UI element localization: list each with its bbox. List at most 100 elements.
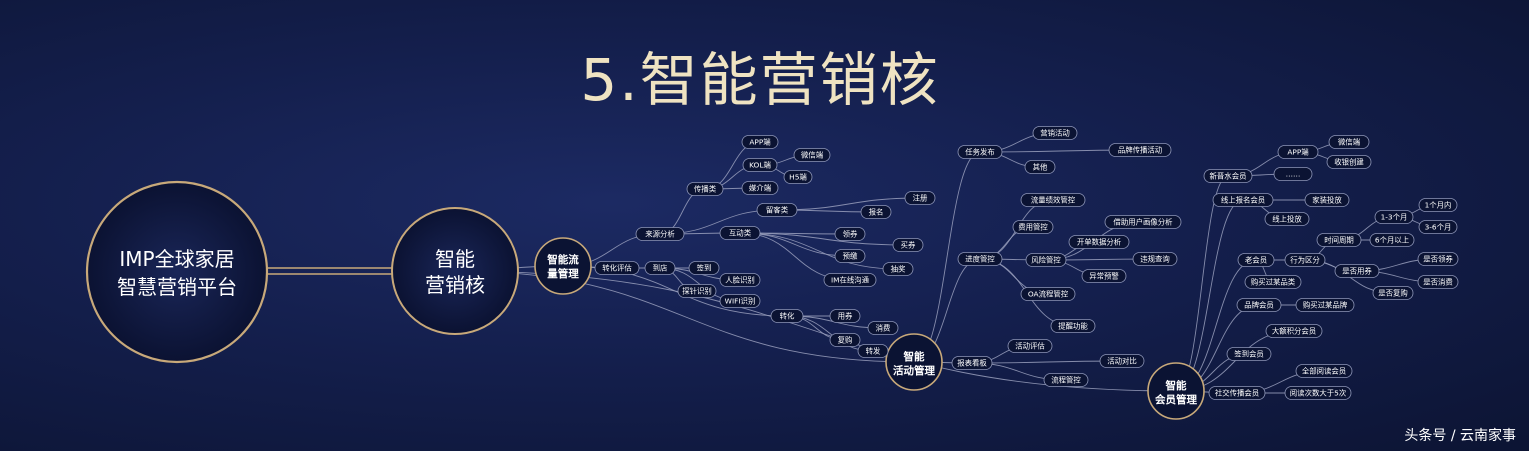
- node-kol: KOL端: [742, 158, 778, 172]
- node-remind: 提醒功能: [1050, 319, 1096, 333]
- node-m1-3: 1-3个月: [1374, 210, 1414, 224]
- root-node: IMP全球家居 智慧营销平台: [85, 180, 269, 364]
- node-rebuy: 复购: [829, 333, 861, 347]
- node-label: 买券: [901, 241, 916, 250]
- node-activity-compare: 活动对比: [1099, 354, 1145, 368]
- node-box: [1284, 253, 1326, 267]
- node-social-member: 社交传播会员: [1208, 386, 1266, 400]
- node-box: [829, 309, 861, 323]
- root-line1: IMP全球家居: [119, 247, 234, 271]
- connector-report_board-activity_compare: [971, 360, 1123, 364]
- root-core-connector: [268, 267, 392, 275]
- core-node: 智能 营销核: [391, 207, 519, 335]
- node-box: [951, 356, 993, 370]
- node-open-data: 开单数据分析: [1068, 235, 1130, 249]
- node-home-invest: 家装投放: [1304, 193, 1350, 207]
- node-box: [1007, 339, 1053, 353]
- node-box: [823, 273, 877, 287]
- node-register: 注册: [904, 191, 936, 205]
- node-violation: 违规查询: [1132, 252, 1178, 266]
- node-box: [1316, 233, 1362, 247]
- node-new-member: 新晋水会员: [1203, 169, 1253, 183]
- node-box: [1295, 364, 1353, 378]
- node-box: [1108, 143, 1172, 157]
- node-box: [1025, 253, 1067, 267]
- node-label: 提醒功能: [1058, 322, 1088, 331]
- node-box: [857, 344, 889, 358]
- node-label: OA流程管控: [1028, 290, 1069, 299]
- node-label: ……: [1286, 170, 1301, 179]
- node-h5: H5端: [783, 170, 813, 184]
- hub-traffic-management: 智能流 量管理: [534, 237, 592, 295]
- node-label: 购买过某品牌: [1303, 301, 1348, 310]
- node-lottery: 抽奖: [882, 262, 914, 276]
- node-box: [1369, 233, 1415, 247]
- node-label: 开单数据分析: [1077, 238, 1122, 247]
- node-other: 其他: [1024, 160, 1056, 174]
- node-interact: 互动类: [719, 226, 761, 240]
- node-box: [719, 226, 761, 240]
- node-box: [1418, 198, 1458, 212]
- node-sign-member: 签到会员: [1226, 347, 1272, 361]
- node-box: [1020, 287, 1076, 301]
- node-oa: OA流程管控: [1020, 287, 1076, 301]
- node-box: [1264, 212, 1310, 226]
- node-anomaly: 异常预警: [1081, 269, 1127, 283]
- node-convert: 转化: [770, 309, 804, 323]
- node-activity-eval: 活动评估: [1007, 339, 1053, 353]
- node-box: [741, 135, 779, 149]
- node-box: [834, 249, 866, 263]
- node-checkin: 签到: [688, 261, 720, 275]
- connector-sleep-register: [776, 197, 921, 211]
- node-label: 留客类: [766, 206, 789, 215]
- root-line2: 智慧营销平台: [117, 275, 237, 299]
- node-label: WIFI识别: [725, 297, 756, 306]
- node-label: IM在线沟通: [831, 276, 870, 285]
- node-box: [1203, 169, 1253, 183]
- node-buy-brand: 购买过某品牌: [1295, 298, 1355, 312]
- node-label: 探针识别: [682, 287, 712, 296]
- node-box: [677, 284, 717, 298]
- node-label: 消费: [876, 324, 891, 333]
- node-box: [1104, 215, 1182, 229]
- node-m3-6: 3-6个月: [1418, 220, 1458, 234]
- node-box: [1418, 220, 1458, 234]
- node-label: 媒介端: [749, 184, 772, 193]
- node-box: [834, 227, 866, 241]
- node-label: 签到会员: [1234, 350, 1264, 359]
- node-progress: 进度管控: [957, 252, 1003, 266]
- node-source: 来源分析: [635, 227, 685, 241]
- node-brand-member: 品牌会员: [1236, 298, 1282, 312]
- node-label: 借助用户画像分析: [1113, 218, 1173, 227]
- node-wechat: 微信端: [793, 148, 831, 162]
- node-label: 复购: [838, 336, 853, 345]
- node-box: [1273, 167, 1313, 181]
- node-task: 任务发布: [957, 145, 1003, 159]
- node-box: [1417, 252, 1459, 266]
- node-label: 任务发布: [965, 148, 995, 157]
- node-label: 是否消费: [1423, 278, 1453, 287]
- node-cashier: 收银创建: [1326, 155, 1372, 169]
- hub-member-line1: 智能: [1165, 379, 1188, 392]
- node-label: 全部阅读会员: [1302, 367, 1346, 376]
- page-title: 5.智能营销核: [580, 46, 939, 114]
- node-box: [957, 145, 1003, 159]
- node-label: 转发: [866, 347, 881, 356]
- node-app-end: APP端: [1277, 145, 1319, 159]
- node-label: 微信端: [801, 151, 824, 160]
- node-label: 传播类: [694, 185, 717, 194]
- node-label: 其他: [1033, 163, 1048, 172]
- node-label: 品牌会员: [1244, 301, 1274, 310]
- node-box: [957, 252, 1003, 266]
- core-line1: 智能: [435, 247, 475, 271]
- node-mkt-activity: 营销活动: [1032, 126, 1078, 140]
- node-face: 人脸识别: [719, 273, 761, 287]
- node-credit-profile: 借助用户画像分析: [1104, 215, 1182, 229]
- node-app: APP端: [741, 135, 779, 149]
- node-is-consume: 是否消费: [1417, 275, 1459, 289]
- node-all-read: 全部阅读会员: [1295, 364, 1353, 378]
- node-label: 购买过某品类: [1251, 278, 1296, 287]
- hub-activity-line1: 智能: [903, 350, 925, 363]
- node-box: [1099, 354, 1145, 368]
